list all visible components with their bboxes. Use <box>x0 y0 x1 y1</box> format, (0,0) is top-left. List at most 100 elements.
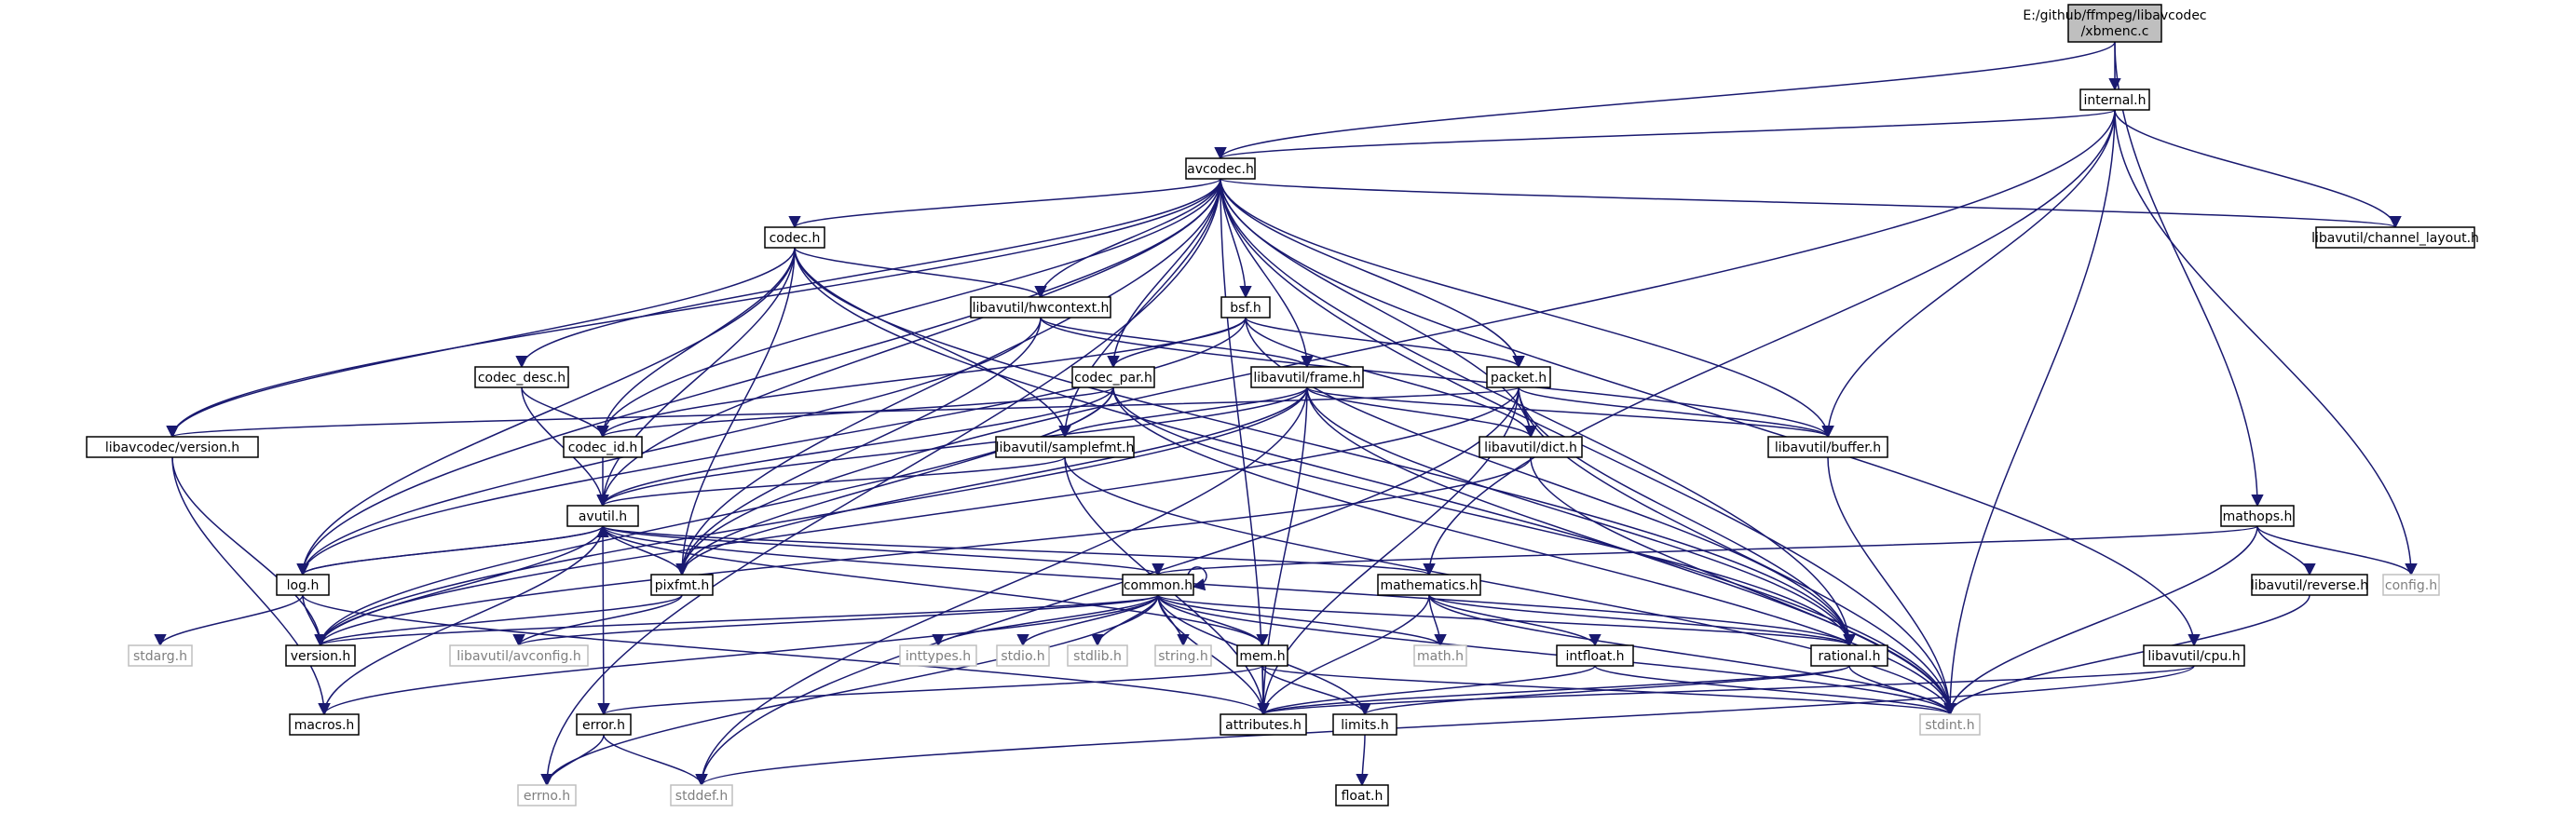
node-config[interactable]: config.h <box>2382 574 2440 596</box>
edge-internal-to-channel_layout <box>2114 109 2402 229</box>
node-label: avutil.h <box>579 509 627 524</box>
node-buffer[interactable]: libavutil/buffer.h <box>1767 436 1888 458</box>
edge-frame-to-buffer <box>1306 386 1834 439</box>
node-label: libavutil/dict.h <box>1484 440 1577 455</box>
node-codec_id[interactable]: codec_id.h <box>563 436 643 458</box>
edge-codec_desc-to-codec_id <box>521 386 609 439</box>
edge-codec-to-avutil <box>596 247 796 508</box>
node-label: math.h <box>1417 649 1464 664</box>
edge-codec_par-to-avutil <box>596 386 1114 508</box>
node-channel_layout[interactable]: libavutil/channel_layout.h <box>2311 226 2479 249</box>
node-common[interactable]: common.h <box>1122 574 1194 596</box>
node-box <box>1220 713 1307 736</box>
node-label: errno.h <box>524 789 570 804</box>
node-stdint[interactable]: stdint.h <box>1919 713 1981 736</box>
edge-common-to-common <box>1187 566 1207 591</box>
node-root[interactable]: E:/github/ffmpeg/libavcodec/xbmenc.c <box>2023 4 2207 43</box>
node-label: inttypes.h <box>906 649 971 664</box>
edge-packet-to-lavc_version <box>167 386 1520 439</box>
edge-mathematics-to-rational <box>1428 594 1856 647</box>
edge-common-to-string <box>1157 594 1190 647</box>
node-stdio[interactable]: stdio.h <box>996 644 1050 667</box>
edge-frame-to-attributes <box>1257 386 1308 716</box>
node-label: limits.h <box>1341 718 1388 733</box>
node-pixfmt[interactable]: pixfmt.h <box>650 574 714 596</box>
node-box <box>2067 4 2162 43</box>
node-cpu[interactable]: libavutil/cpu.h <box>2143 644 2245 667</box>
node-packet[interactable]: packet.h <box>1486 366 1551 388</box>
node-box <box>899 644 977 667</box>
node-error[interactable]: error.h <box>576 713 632 736</box>
edge-avcodec-to-rational <box>1220 178 1856 647</box>
node-box <box>1486 366 1551 388</box>
node-label: error.h <box>582 718 625 733</box>
node-limits[interactable]: limits.h <box>1332 713 1397 736</box>
node-stddef[interactable]: stddef.h <box>670 784 733 806</box>
node-frame[interactable]: libavutil/frame.h <box>1250 366 1364 388</box>
node-label: mathematics.h <box>1380 578 1478 593</box>
node-string[interactable]: string.h <box>1154 644 1212 667</box>
edge-avcodec-to-codec <box>788 178 1221 229</box>
node-samplefmt[interactable]: libavutil/samplefmt.h <box>995 436 1135 458</box>
node-label: packet.h <box>1491 371 1547 386</box>
edge-avcodec-to-lavc_version <box>166 178 1221 439</box>
node-box <box>128 644 193 667</box>
node-label: version.h <box>291 649 351 664</box>
node-version[interactable]: version.h <box>285 644 356 667</box>
node-codec_desc[interactable]: codec_desc.h <box>474 366 569 388</box>
node-log[interactable]: log.h <box>276 574 330 596</box>
edge-reverse-to-stdint <box>1943 594 2310 716</box>
edge-internal-to-avcodec <box>1214 109 2116 160</box>
node-stdarg[interactable]: stdarg.h <box>128 644 193 667</box>
node-box <box>2382 574 2440 596</box>
node-stdlib[interactable]: stdlib.h <box>1067 644 1128 667</box>
node-codec[interactable]: codec.h <box>764 226 825 249</box>
node-internal[interactable]: internal.h <box>2079 88 2150 111</box>
edge-common-to-inttypes <box>932 594 1159 647</box>
edge-internal-to-mathematics <box>1423 109 2116 576</box>
node-intfloat[interactable]: intfloat.h <box>1556 644 1634 667</box>
node-label: libavutil/frame.h <box>1253 371 1360 386</box>
node-mem[interactable]: mem.h <box>1236 644 1288 667</box>
node-reverse[interactable]: libavutil/reverse.h <box>2251 574 2368 596</box>
edge-rational-to-limits <box>1358 665 1850 716</box>
node-errno[interactable]: errno.h <box>517 784 577 806</box>
node-box <box>2315 226 2475 249</box>
node-math[interactable]: math.h <box>1413 644 1467 667</box>
edge-internal-to-config <box>2114 109 2418 576</box>
node-codec_par[interactable]: codec_par.h <box>1071 366 1155 388</box>
node-dict[interactable]: libavutil/dict.h <box>1479 436 1583 458</box>
node-avutil[interactable]: avutil.h <box>566 505 639 527</box>
edge-log-to-attributes <box>302 594 1270 716</box>
edge-mathops-to-stdint <box>1943 525 2258 716</box>
edge-bsf-to-log <box>296 317 1247 576</box>
node-hwcontext[interactable]: libavutil/hwcontext.h <box>970 296 1111 318</box>
node-avcodec[interactable]: avcodec.h <box>1185 157 1256 180</box>
node-box <box>289 713 360 736</box>
node-attributes[interactable]: attributes.h <box>1220 713 1307 736</box>
node-mathematics[interactable]: mathematics.h <box>1377 574 1481 596</box>
edge-common-to-stdio <box>1016 594 1159 647</box>
node-box <box>2143 644 2245 667</box>
node-label: stddef.h <box>675 789 728 804</box>
node-label: codec_id.h <box>568 440 638 455</box>
node-macros[interactable]: macros.h <box>289 713 360 736</box>
edge-codec_par-to-pixfmt <box>675 386 1114 576</box>
edge-packet-to-buffer <box>1518 386 1834 439</box>
node-label: log.h <box>287 578 320 593</box>
node-inttypes[interactable]: inttypes.h <box>899 644 977 667</box>
node-bsf[interactable]: bsf.h <box>1220 296 1271 318</box>
node-lavc_version[interactable]: libavcodec/version.h <box>86 436 259 458</box>
node-rational[interactable]: rational.h <box>1810 644 1888 667</box>
node-label: libavutil/samplefmt.h <box>996 440 1135 455</box>
edge-codec_desc-to-avutil <box>521 386 609 508</box>
node-label: stdint.h <box>1925 718 1974 733</box>
edge-limits-to-float <box>1356 734 1369 787</box>
edge-dict-to-stdint <box>1530 456 1956 716</box>
node-float[interactable]: float.h <box>1335 784 1389 806</box>
node-mathops[interactable]: mathops.h <box>2220 505 2295 527</box>
edge-bsf-to-packet <box>1245 317 1525 369</box>
edge-mathops-to-config <box>2256 525 2418 576</box>
node-avconfig[interactable]: libavutil/avconfig.h <box>449 644 589 667</box>
node-label: attributes.h <box>1225 718 1302 733</box>
